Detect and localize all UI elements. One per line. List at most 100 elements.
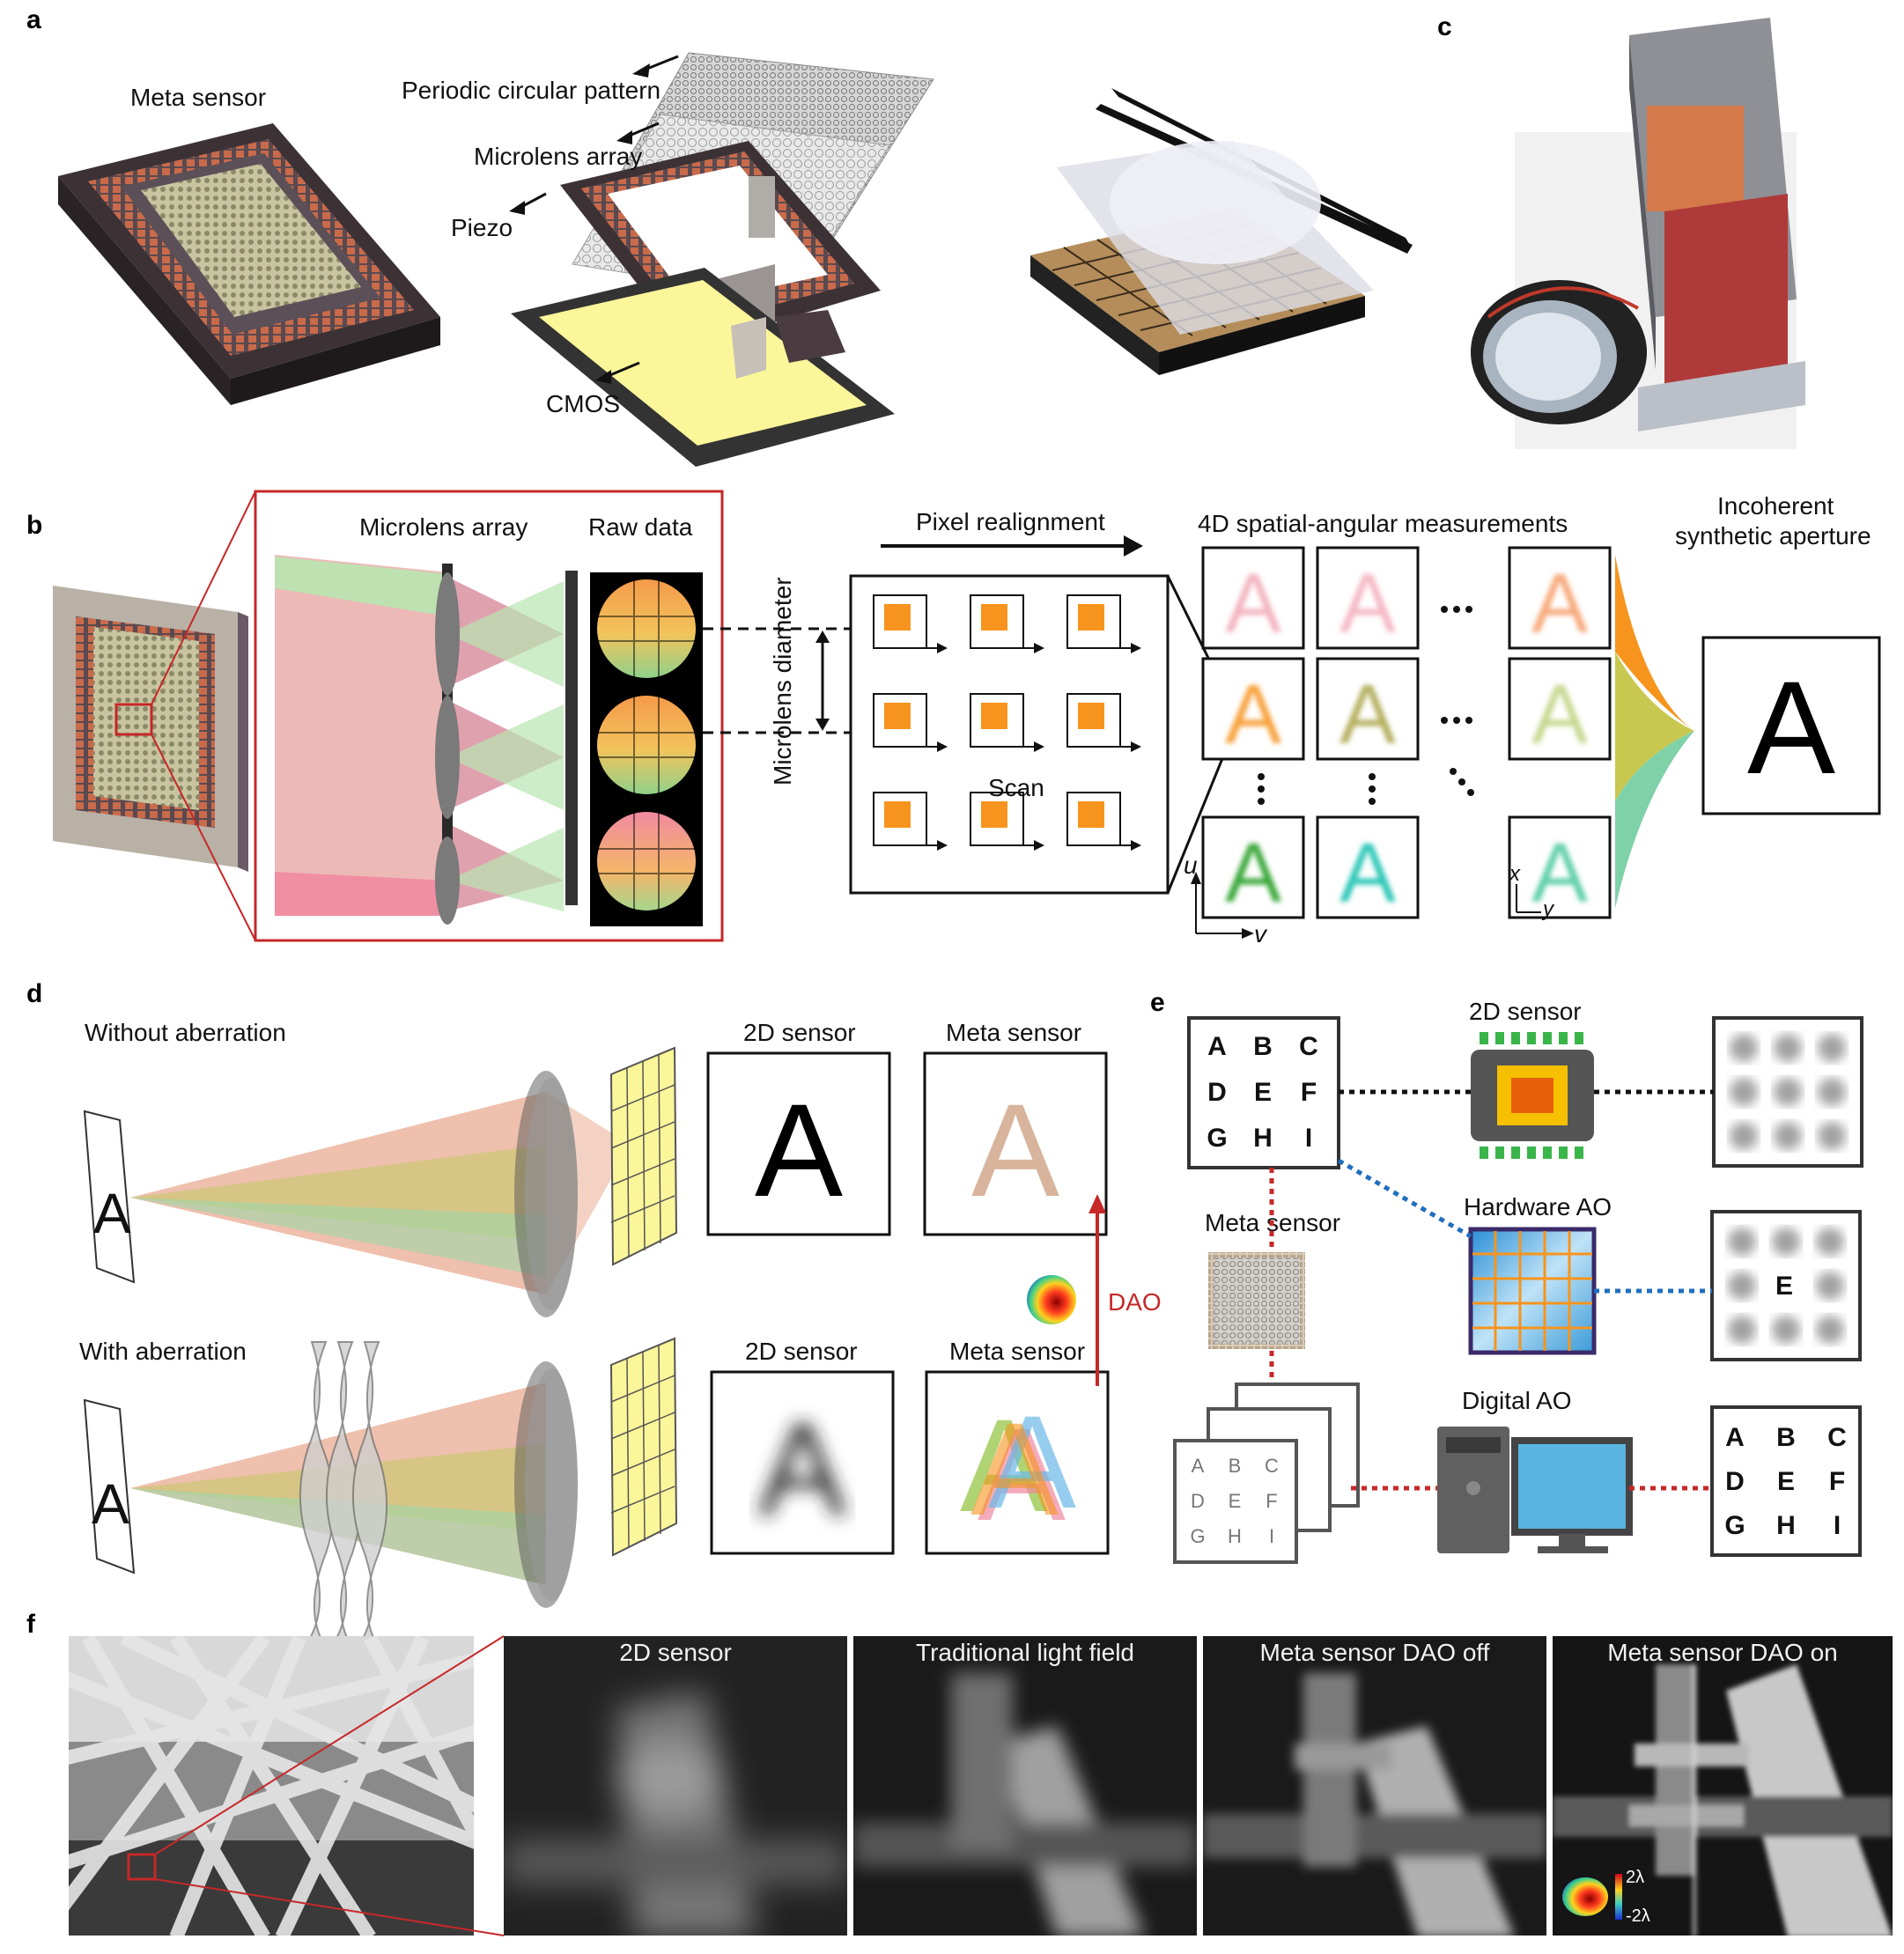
e-blue-dotted-diag	[1337, 1158, 1472, 1239]
scan-arrow-head	[1131, 840, 1141, 851]
blur-spot	[1728, 1316, 1756, 1344]
blur-spot	[1730, 1078, 1758, 1106]
stacked-letter: H	[1228, 1525, 1242, 1547]
stacked-letter: G	[1190, 1525, 1205, 1547]
e-dao-letter: D	[1725, 1467, 1745, 1496]
e-target-letter: B	[1253, 1032, 1273, 1061]
e-dao-letter: I	[1834, 1511, 1841, 1540]
d-2d-sensor-bottom-label: 2D sensor	[745, 1338, 858, 1365]
e-dao-letter: H	[1776, 1511, 1796, 1540]
meta-sensor-package-illustration	[58, 123, 440, 405]
measurement-letter: A	[1531, 557, 1588, 651]
exploded-view-illustration	[511, 52, 934, 467]
with-aberration-illustration: A	[83, 1337, 678, 1642]
stacked-letter: D	[1191, 1490, 1205, 1512]
e-target-letter: G	[1207, 1124, 1227, 1153]
f-zoom-line-top	[154, 1635, 505, 1855]
measurement-tile	[1201, 657, 1305, 761]
blur-spot	[1816, 1228, 1844, 1256]
scan-arrow-head	[937, 840, 948, 851]
scan-arrow-head	[937, 741, 948, 752]
e-target-letter: C	[1299, 1032, 1318, 1061]
scan-arrow-head	[937, 643, 948, 653]
panel-letter-a: a	[26, 5, 41, 34]
realignment-arrow-head	[1124, 535, 1143, 557]
pixel-realignment-label: Pixel realignment	[916, 508, 1105, 535]
without-aberration-label: Without aberration	[85, 1019, 286, 1046]
panel-a: a Meta sensor Periodic circular	[26, 5, 1413, 467]
scan-pixel	[981, 703, 1007, 729]
scan-pixel	[981, 801, 1007, 828]
e-dao-letter: B	[1776, 1423, 1796, 1452]
scan-pixel	[1078, 801, 1104, 828]
e-hw-result-blur	[1728, 1228, 1844, 1344]
zoom-line-bottom	[151, 734, 256, 941]
dao-label: DAO	[1108, 1288, 1162, 1316]
d-shifted-letters: A A A A	[960, 1388, 1076, 1548]
e-dao-result-box	[1710, 1405, 1862, 1557]
d-meta-sensor-top-box	[923, 1051, 1108, 1236]
computer-icon	[1437, 1427, 1633, 1553]
svg-text:A: A	[978, 1400, 1066, 1548]
e-digital-ao-label: Digital AO	[1462, 1387, 1572, 1414]
e-dao-letter: F	[1829, 1467, 1845, 1496]
periodic-pattern-label: Periodic circular pattern	[402, 77, 660, 104]
blur-spot	[1818, 1122, 1846, 1150]
stacked-letter: F	[1266, 1490, 1277, 1512]
axis-y: y	[1541, 897, 1555, 921]
measurement-letter: A	[1225, 826, 1281, 920]
e-target-letter: E	[1254, 1078, 1272, 1107]
d-meta-sensor-bottom-box	[925, 1370, 1110, 1555]
camera-prototype-illustration	[1471, 18, 1805, 449]
blur-spot	[1816, 1316, 1844, 1344]
scan-pixel	[884, 604, 911, 630]
f-title-light-field: Traditional light field	[916, 1639, 1134, 1666]
svg-text:A: A	[960, 1391, 1048, 1539]
f-2d-sensor-image	[504, 1636, 847, 1936]
light-cones-illustration	[275, 555, 578, 925]
diameter-arrow-bottom	[815, 719, 830, 731]
scan-arrow-head	[1034, 741, 1044, 752]
incoherent-label-2: synthetic aperture	[1675, 522, 1871, 549]
stacked-letter: B	[1229, 1455, 1242, 1477]
measurement-letter: A	[1339, 826, 1396, 920]
e-target-letter: H	[1253, 1124, 1273, 1153]
panel-letter-e: e	[1150, 988, 1165, 1017]
panel-letter-d: d	[26, 979, 42, 1008]
measurement-tile	[1201, 815, 1305, 919]
raw-data-label: Raw data	[588, 513, 693, 541]
e-2d-result-blur	[1730, 1034, 1846, 1150]
panel-c: c	[1437, 12, 1805, 449]
chip-icon	[1471, 1032, 1594, 1159]
svg-text:A: A	[970, 1395, 1059, 1543]
scan-pixel	[1078, 604, 1104, 630]
svg-text:A: A	[988, 1388, 1076, 1536]
svg-text:A: A	[92, 1472, 129, 1536]
f-title-dao-off: Meta sensor DAO off	[1260, 1639, 1490, 1666]
hardware-ao-mirror	[1468, 1227, 1597, 1355]
e-target-letter: A	[1207, 1032, 1227, 1061]
d-2d-sensor-bottom-box	[710, 1370, 895, 1555]
dao-arrow-head	[1089, 1194, 1106, 1213]
measurement-tile	[1508, 546, 1612, 650]
measurement-tile	[1508, 657, 1612, 761]
blur-spot	[1730, 1034, 1758, 1062]
result-box	[1701, 636, 1881, 815]
raw-data-illustration	[590, 572, 703, 926]
measurement-tile	[1316, 815, 1420, 919]
arrow-piezo-head	[509, 201, 525, 215]
blur-spot	[1774, 1122, 1802, 1150]
measurement-tile	[1508, 815, 1612, 919]
blur-spot	[1818, 1034, 1846, 1062]
without-aberration-illustration: A	[83, 1046, 678, 1317]
scan-pixel	[981, 604, 1007, 630]
with-aberration-label: With aberration	[79, 1338, 247, 1365]
f-light-field-image	[853, 1636, 1197, 1936]
panel-letter-b: b	[26, 511, 42, 540]
wavefront-icon	[1027, 1275, 1076, 1324]
measurement-letter: A	[1531, 667, 1588, 762]
zoom-line-top	[151, 490, 256, 705]
